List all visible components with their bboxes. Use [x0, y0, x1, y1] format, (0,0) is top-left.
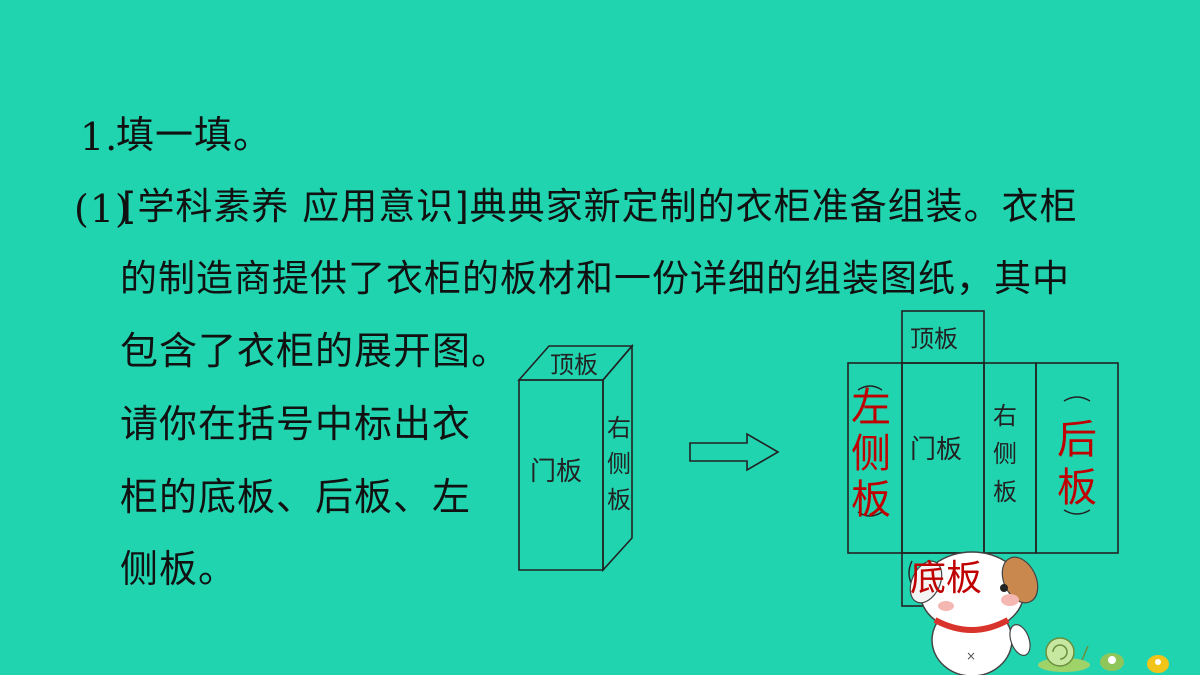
- question-number: 1.: [80, 115, 119, 159]
- subquestion-line-3: 包含了衣柜的展开图。: [120, 329, 511, 373]
- instruction-line-2: 柜的底板、后板、左: [120, 475, 472, 519]
- cabinet-side-label-2: 侧: [607, 450, 631, 478]
- net-door-label: 门板: [910, 435, 962, 465]
- cabinet-top-label: 顶板: [550, 351, 598, 379]
- snail-icon: [1038, 637, 1090, 672]
- net-top-label: 顶板: [910, 325, 958, 353]
- svg-text:×: ×: [966, 649, 976, 663]
- net-right-label-1: 右: [993, 402, 1017, 430]
- instruction-line-3: 侧板。: [120, 547, 238, 591]
- cabinet-3d: [517, 343, 634, 573]
- answer-left-side-2: 侧: [851, 431, 891, 477]
- answer-back-1: 后: [1057, 417, 1097, 463]
- instruction-line-1: 请你在括号中标出衣: [120, 402, 472, 446]
- mushroom-icon: [1100, 653, 1169, 673]
- dog-mascot-icon: ×: [909, 551, 1039, 675]
- subquestion-line-2: 的制造商提供了衣柜的板材和一份详细的组装图纸，其中: [120, 257, 1070, 300]
- arrow-right-icon: [689, 432, 780, 472]
- subquestion-line-1: [学科素养 应用意识]典典家新定制的衣柜准备组装。衣柜: [122, 185, 1078, 228]
- subquestion-number: (1): [74, 187, 131, 231]
- question-heading: 填一填。: [116, 113, 273, 157]
- net-right-label-3: 板: [993, 478, 1017, 506]
- cabinet-side-label-1: 右: [607, 414, 631, 442]
- cabinet-front-label: 门板: [530, 457, 582, 487]
- net-right-label-2: 侧: [993, 440, 1017, 468]
- answer-left-side-3: 板: [851, 477, 891, 523]
- answer-back-2: 板: [1057, 465, 1097, 511]
- cabinet-side-label-3: 板: [607, 486, 631, 514]
- answer-left-side-1: 左: [851, 385, 891, 431]
- answer-bottom: 底板: [910, 558, 982, 599]
